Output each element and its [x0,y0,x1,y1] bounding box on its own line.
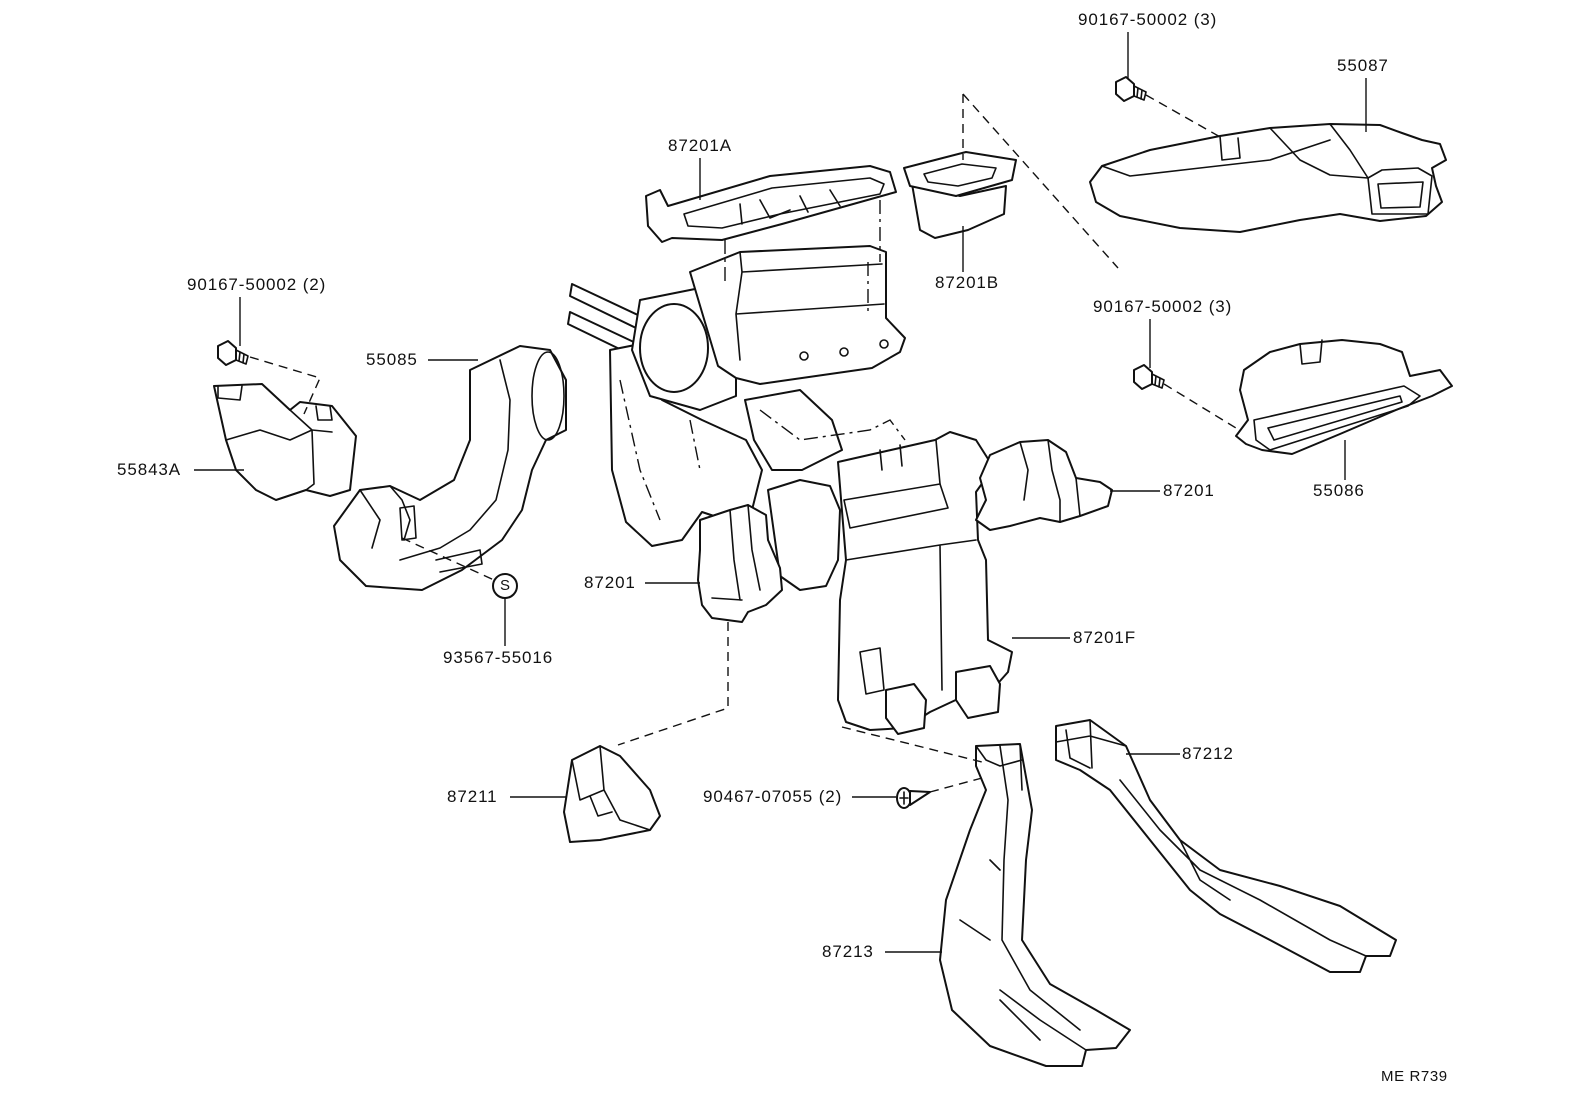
bolt-top-icon [1115,76,1147,102]
label-55087: 55087 [1337,56,1389,75]
label-bolt-top: 90167-50002 (3) [1078,10,1218,29]
duct-87211 [563,745,661,843]
label-87213: 87213 [822,942,874,961]
duct-55087-inner-opening [1377,181,1424,209]
duct-55085-outline [333,345,567,591]
duct-55085-clip-tab [399,505,483,573]
assembly-87213 [841,726,983,763]
duct-87211-edges [571,745,651,831]
duct-55085-contour [359,359,511,561]
duct-87212-edges [1055,719,1367,957]
label-55085: 55085 [366,350,418,369]
part-87201-left [697,479,841,623]
duct-87212-top-cap [1065,729,1091,769]
case-87201F-block-left [885,683,927,735]
bracket-87201B-body [911,183,1007,239]
duct-55843A-outline [213,383,357,501]
part-87201-right-ribs [1019,439,1081,523]
duct-55086-opening [1253,385,1421,451]
part-87201-right [975,439,1113,531]
label-87211: 87211 [447,787,498,806]
label-87212: 87212 [1182,744,1234,763]
bolt-right-head [1133,364,1153,390]
screw-90467-icon [896,787,931,809]
heater-hidden-lines [619,200,906,521]
assembly-screw [929,777,983,793]
duct-55086-tab [1299,339,1323,365]
label-55843A: 55843A [117,460,182,479]
duct-87213-top-cap [975,745,1023,767]
assembly-87201B-55087 [962,93,1119,269]
duct-55086-outline [1235,339,1453,455]
duct-55086 [1235,339,1453,455]
bolt-right-icon [1133,364,1165,390]
frame-87201A-inner-ribs [739,189,841,225]
heater-unit-assembly [567,200,906,547]
duct-87212 [1055,719,1397,973]
screw-shank [909,790,931,806]
frame-87201A-inner-rim [683,177,885,229]
blower-motor-end [639,303,709,393]
duct-55087-outline [1089,123,1447,233]
assembly-bolt-right [1163,383,1237,429]
label-93567: 93567-55016 [443,648,554,667]
case-87201F-bracket [859,647,885,695]
bolt-top-head [1115,76,1135,102]
duct-55087-ridge-lines [1101,123,1369,179]
duct-55085 [333,345,567,591]
bolt-right-shank [1151,373,1165,389]
duct-55843A-tabs [217,385,333,421]
duct-55085-top-opening [531,351,565,441]
bracket-87201B-top-frame [903,151,1017,197]
bracket-87201B [903,151,1017,239]
duct-55087 [1089,123,1447,233]
label-90467: 90467-07055 (2) [703,787,843,806]
frame-87201A-outline [645,165,897,243]
frame-87201A [645,165,897,243]
duct-87211-outline [563,745,661,843]
duct-87213-edges [959,743,1087,1051]
part-87201-left-ribs [711,504,761,601]
label-87201B: 87201B [935,273,1000,292]
duct-55086-inner-opening [1267,395,1403,441]
heater-upper-case [689,245,906,385]
bolt-top-shank [1133,85,1147,101]
duct-87213 [939,743,1131,1067]
case-87201F-top-opening [843,483,949,529]
bracket-87201B-window [923,163,997,187]
duct-87213-outline [939,743,1131,1067]
label-bolt-left: 90167-50002 (2) [187,275,327,294]
label-87201-right: 87201 [1163,481,1215,500]
assembly-bolt-top [1145,94,1223,139]
bolt-left-head [217,340,237,366]
bolt-left-shank [235,349,249,365]
drawing-code: ME R739 [1381,1068,1448,1085]
screw-slot [899,791,909,805]
assembly-clip [401,537,495,581]
case-87201F-block-right [955,665,1001,719]
heater-upper-case-bolts [799,339,889,361]
duct-55087-opening [1367,167,1433,215]
bolt-left-icon [217,340,249,366]
label-55086: 55086 [1313,481,1365,500]
duct-55843A [213,383,357,501]
label-87201F: 87201F [1073,628,1137,647]
label-87201A: 87201A [668,136,733,155]
heater-upper-case-top-face [735,251,885,361]
label-87201-left: 87201 [584,573,636,592]
heater-middle-link [744,389,843,471]
assembly-lines [249,93,1237,793]
part-87201-right-outline [975,439,1113,531]
service-marker-letter: S [499,577,510,594]
leader-lines [194,32,1367,953]
part-87201-left-connector [767,479,841,591]
case-87201F-edges [845,439,977,691]
duct-55843A-edges [225,409,333,491]
label-bolt-right: 90167-50002 (3) [1093,297,1233,316]
assembly-87211 [617,622,729,746]
case-87201F [837,431,1013,735]
part-87201-left-outline [697,504,783,623]
